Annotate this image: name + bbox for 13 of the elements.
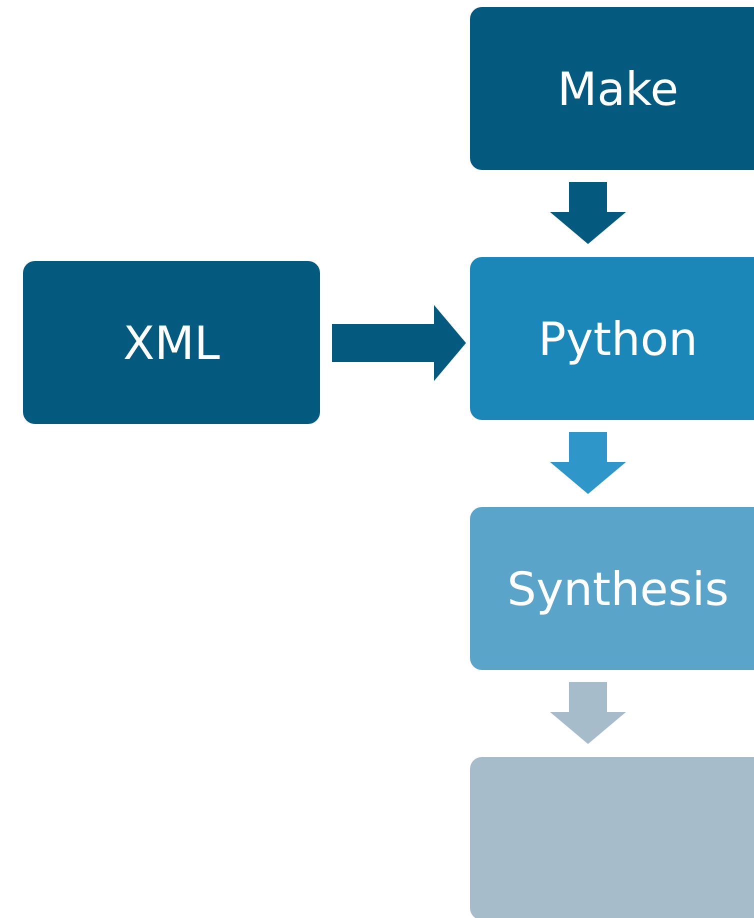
block-arrow xyxy=(332,305,466,381)
block-arrow xyxy=(550,432,626,494)
process-box xyxy=(470,757,754,918)
box-label: Python xyxy=(538,312,698,366)
box-label: Make xyxy=(557,62,679,116)
box-label: Synthesis xyxy=(507,562,729,616)
block-arrow xyxy=(550,182,626,244)
process-box xyxy=(23,261,320,424)
process-box xyxy=(470,507,754,670)
box-label: XML xyxy=(123,316,220,370)
process-box xyxy=(470,257,754,420)
block-arrow xyxy=(550,682,626,744)
process-box xyxy=(470,7,754,170)
